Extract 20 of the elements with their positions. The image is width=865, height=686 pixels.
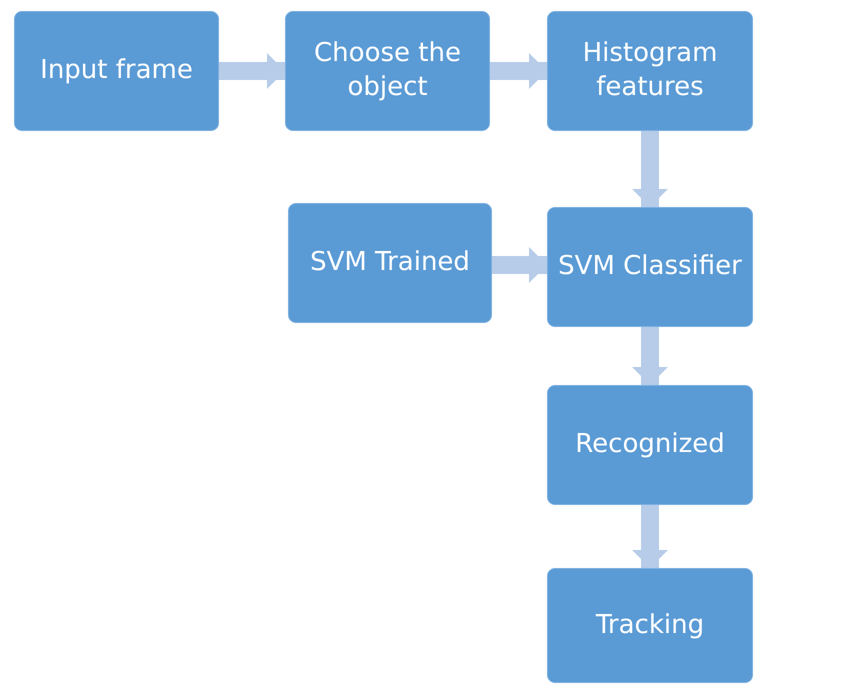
process-box [547,11,753,131]
block-arrow [492,247,547,283]
process-box [14,11,219,131]
box-label: Choose the object [313,37,462,104]
process-box [288,203,492,323]
process-box [547,385,753,505]
block-arrow [632,505,668,568]
box-label: Histogram features [582,37,718,104]
block-arrow [632,327,668,385]
box-label: SVM Trained [310,246,470,280]
process-box [547,568,753,683]
box-label: SVM Classifier [558,250,742,284]
block-arrow [490,53,547,89]
box-label: Recognized [575,428,725,462]
box-label: Tracking [596,608,704,642]
process-box [547,207,753,327]
box-label: Input frame [40,54,193,88]
process-box [285,11,490,131]
block-arrow [632,131,668,207]
block-arrow [219,53,285,89]
